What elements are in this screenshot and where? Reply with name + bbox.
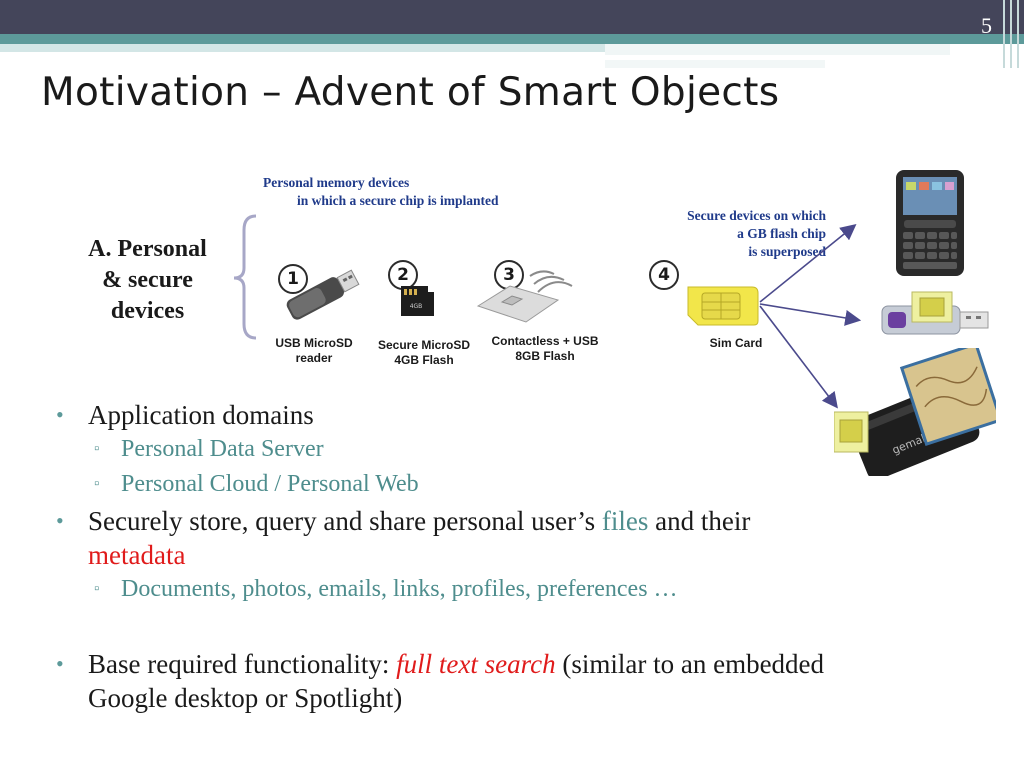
sub-bullet-personal-cloud: ▫ Personal Cloud / Personal Web [56, 467, 996, 502]
sim-card-icon [687, 286, 759, 326]
bullet-base-functionality: • Base required functionality: full text… [56, 649, 825, 713]
device-label-4: Sim Card [709, 336, 763, 350]
device-number-4: 4 [649, 260, 679, 290]
device-label-1: USB MicroSD reader [275, 336, 353, 365]
device-label-2: Secure MicroSD 4GB Flash [377, 338, 471, 367]
header-vertical-line [1010, 0, 1012, 68]
svg-text:4GB: 4GB [410, 303, 423, 310]
bullet-dot-icon: • [56, 508, 64, 533]
header-band-line [605, 44, 950, 55]
section-label-line: devices [110, 298, 185, 324]
files-highlight: files [601, 506, 649, 536]
device-label-3: Contactless + USB 8GB Flash [491, 334, 599, 363]
arrow-to-phone [759, 223, 857, 303]
caption-personal-memory: Personal memory devices [263, 175, 410, 190]
header-vertical-line [1017, 0, 1019, 68]
caption-secure-devices: a GB flash chip [737, 226, 826, 241]
device-number-3: 3 [494, 260, 524, 290]
sub-bullet-documents: ▫ Documents, photos, emails, links, prof… [56, 572, 996, 607]
bullet-securely-store: • Securely store, query and share person… [56, 506, 751, 570]
header-band-light [0, 44, 605, 52]
caption-secure-devices: is superposed [748, 244, 826, 259]
slide-number: 5 [981, 13, 992, 38]
mobile-phone-icon [896, 170, 964, 276]
square-bullet-icon: ▫ [94, 476, 100, 492]
section-label: A. Personal & secure devices [60, 234, 235, 327]
square-bullet-icon: ▫ [94, 581, 100, 597]
bullet-application-domains: • Application domains [56, 400, 314, 430]
device-number-1: 1 [278, 264, 308, 294]
bullet-list: • Application domains ▫ Personal Data Se… [56, 398, 996, 715]
slide-title: Motivation – Advent of Smart Objects [41, 70, 780, 115]
caption-secure-devices: Secure devices on which [687, 208, 826, 223]
header-band-dark [0, 0, 1024, 34]
header-band-teal [0, 34, 1024, 44]
arrow-to-card-reader [759, 305, 838, 409]
microsd-card-icon: 4GB [401, 286, 434, 316]
curly-brace-icon [233, 214, 257, 340]
header-band-line [605, 60, 825, 68]
arrow-to-usb-adapter [759, 303, 862, 326]
square-bullet-icon: ▫ [94, 441, 100, 457]
smart-card-reader-icon: gemalto [834, 348, 996, 476]
contactless-card-icon [476, 270, 573, 323]
bullet-dot-icon: • [56, 402, 64, 427]
header-vertical-line [1003, 0, 1005, 68]
section-label-line: A. Personal [88, 236, 207, 262]
usb-stick-icon [286, 269, 360, 320]
full-text-search-highlight: full text search [396, 649, 556, 679]
usb-sim-adapter-icon [881, 291, 989, 335]
sub-bullet-personal-data-server: ▫ Personal Data Server [56, 432, 996, 467]
metadata-highlight: metadata [88, 540, 186, 570]
bullet-dot-icon: • [56, 651, 64, 676]
caption-personal-memory: in which a secure chip is implanted [297, 193, 499, 208]
arrows [759, 223, 862, 409]
section-label-line: & secure [102, 267, 193, 293]
